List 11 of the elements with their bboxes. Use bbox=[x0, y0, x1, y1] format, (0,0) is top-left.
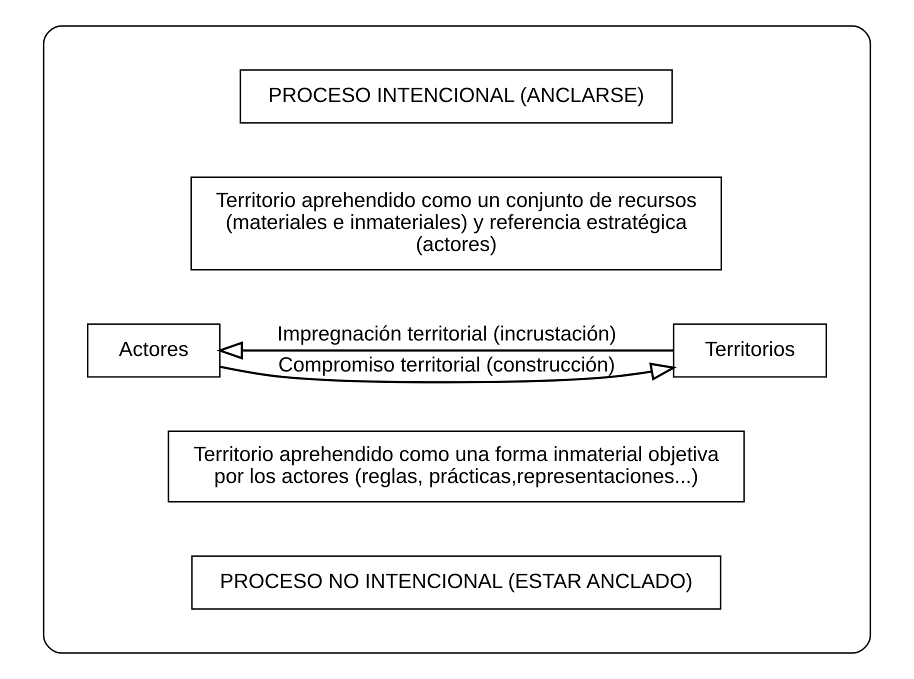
node-box: Territorios bbox=[672, 323, 828, 378]
node-box: PROCESO INTENCIONAL (ANCLARSE) bbox=[240, 69, 673, 124]
edge-label: Impregnación territorial (incrustación) bbox=[277, 322, 616, 346]
node-box: Territorio aprehendido como una forma inmaterial objetiva por los actores (reglas, prácticas,representaciones...) bbox=[168, 430, 745, 502]
node-box: Actores bbox=[86, 323, 221, 378]
cluster bbox=[42, 25, 872, 654]
node-box: Territorio aprehendido como un conjunto de recursos (materiales e inmateriales) y referencia estratégica (actores) bbox=[190, 176, 722, 270]
arrow bbox=[216, 341, 674, 360]
edge-label: Compromiso territorial (construcción) bbox=[278, 353, 616, 376]
node-box: PROCESO NO INTENCIONAL (ESTAR ANCLADO) bbox=[191, 555, 722, 610]
arrow bbox=[220, 362, 677, 384]
